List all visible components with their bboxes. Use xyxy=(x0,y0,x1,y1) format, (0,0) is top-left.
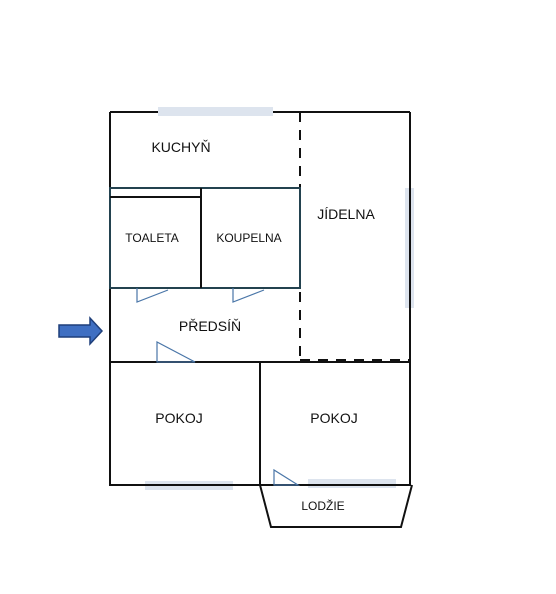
entrance-arrow-icon xyxy=(58,316,104,346)
door-hall-room xyxy=(156,341,196,363)
label-loggia: LODŽIE xyxy=(301,498,344,513)
label-dining: JÍDELNA xyxy=(317,206,375,222)
door-bathroom xyxy=(232,288,265,303)
loggia-wall xyxy=(259,484,413,528)
label-kitchen: KUCHYŇ xyxy=(151,139,210,155)
label-hall: PŘEDSÍŇ xyxy=(179,318,241,334)
label-toilet: TOALETA xyxy=(125,231,179,245)
label-bathroom: KOUPELNA xyxy=(216,231,281,245)
label-room-left: POKOJ xyxy=(155,410,202,426)
window-room-right xyxy=(308,479,396,488)
bathroom-block xyxy=(109,187,301,289)
label-room-right: POKOJ xyxy=(310,410,357,426)
door-loggia xyxy=(273,468,301,486)
door-toilet xyxy=(136,288,169,303)
window-kitchen xyxy=(158,107,273,116)
